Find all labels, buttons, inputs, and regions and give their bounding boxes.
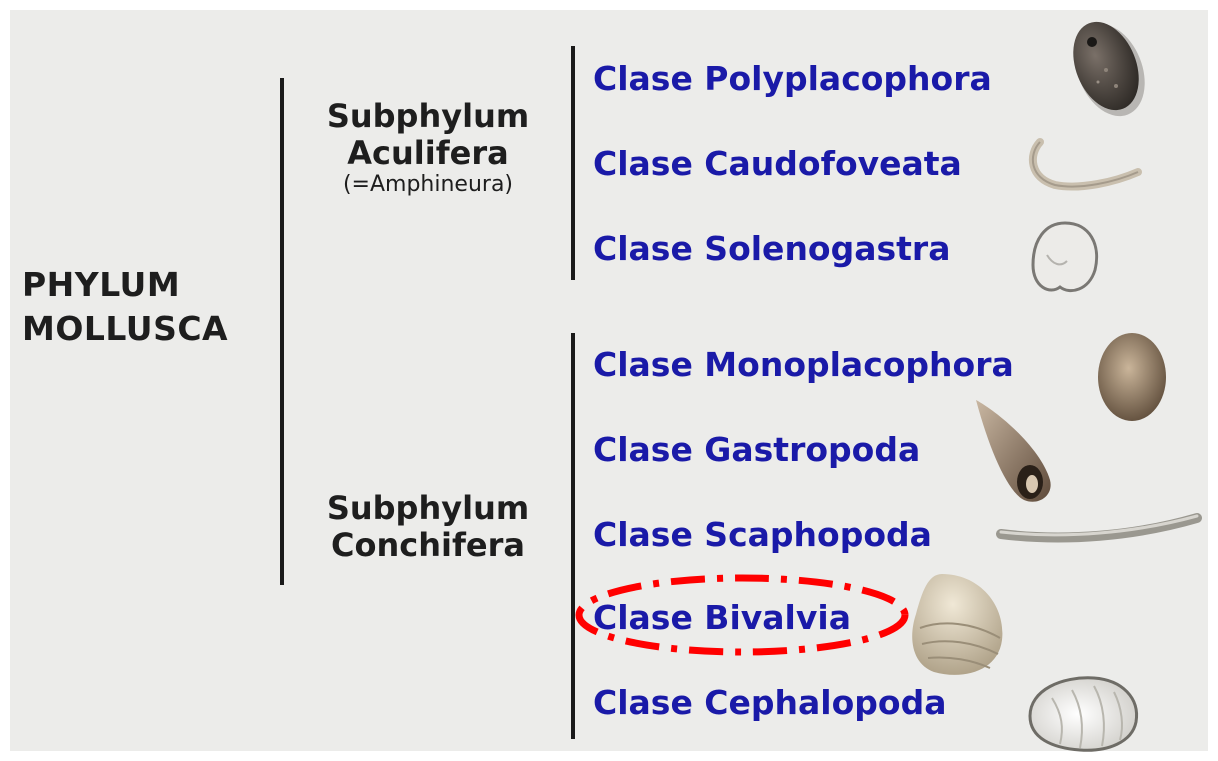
- class-solenogastra: Clase Solenogastra: [593, 229, 950, 269]
- phylum-label: PHYLUM MOLLUSCA: [22, 263, 228, 351]
- subphylum-aculifera-line1: Subphylum: [298, 98, 558, 135]
- subphylum-conchifera-line2: Conchifera: [298, 527, 558, 564]
- conchifera-bracket-line: [571, 333, 575, 739]
- class-cephalopoda: Clase Cephalopoda: [593, 683, 946, 723]
- phylum-line1: PHYLUM: [22, 263, 228, 307]
- gastropod-shell-icon: [968, 392, 1063, 510]
- monoplacophora-icon: [1090, 325, 1174, 425]
- scaphopod-tusk-icon: [995, 508, 1205, 548]
- solenogastra-icon: [1025, 215, 1105, 300]
- class-gastropoda: Clase Gastropoda: [593, 430, 920, 470]
- caudofoveata-worm-icon: [1020, 130, 1145, 200]
- class-polyplacophora: Clase Polyplacophora: [593, 59, 992, 99]
- phylum-bracket-line: [280, 78, 284, 585]
- argonaut-shell-icon: [1012, 668, 1144, 756]
- class-scaphopoda: Clase Scaphopoda: [593, 515, 932, 555]
- subphylum-conchifera-line1: Subphylum: [298, 490, 558, 527]
- subphylum-aculifera: Subphylum Aculifera (=Amphineura): [298, 98, 558, 198]
- chiton-icon: [1058, 12, 1158, 120]
- class-monoplacophora: Clase Monoplacophora: [593, 345, 1014, 385]
- aculifera-bracket-line: [571, 46, 575, 280]
- subphylum-aculifera-alt: (=Amphineura): [298, 172, 558, 198]
- subphylum-aculifera-line2: Aculifera: [298, 135, 558, 172]
- class-caudofoveata: Clase Caudofoveata: [593, 144, 962, 184]
- phylum-line2: MOLLUSCA: [22, 307, 228, 351]
- subphylum-conchifera: Subphylum Conchifera: [298, 490, 558, 564]
- bivalvia-highlight-ellipse: [575, 574, 909, 656]
- bivalve-shell-icon: [902, 568, 1012, 683]
